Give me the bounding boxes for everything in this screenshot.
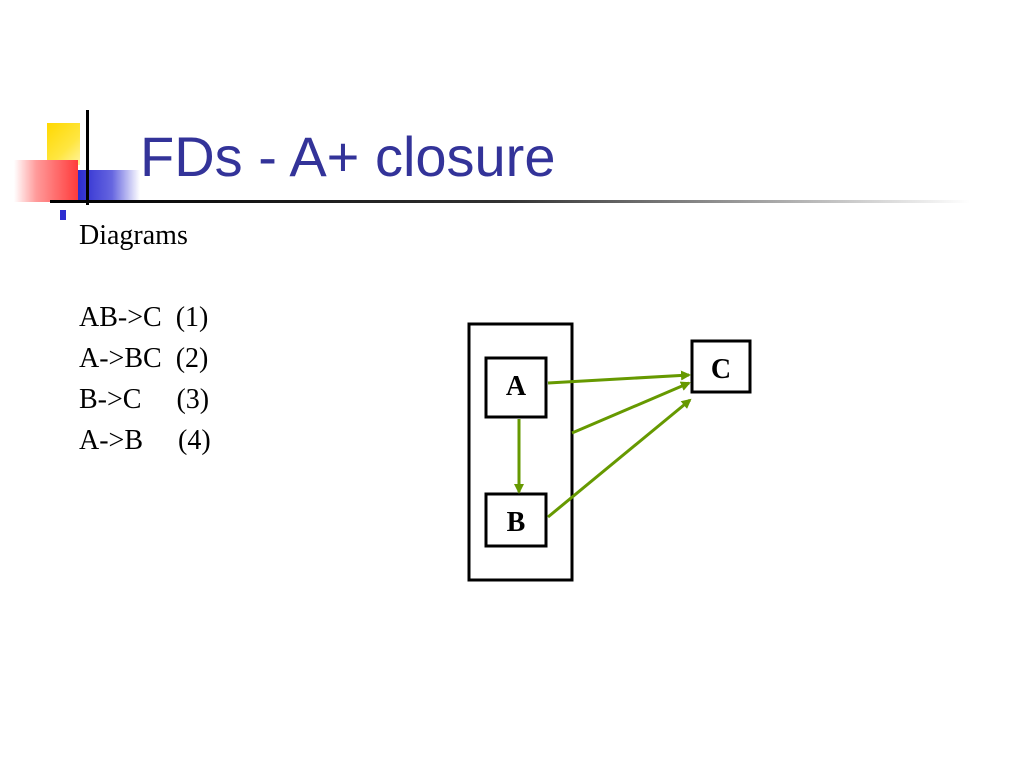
node-c-box (690, 339, 752, 394)
bullet-icon (60, 210, 66, 220)
arrow-a-to-c (547, 370, 691, 385)
node-b-label: B (507, 507, 526, 538)
node-a-box (484, 356, 548, 419)
slide-title: FDs - A+ closure (140, 125, 556, 188)
ab-group-box (467, 322, 574, 582)
heading-diagrams: Diagrams (79, 220, 188, 251)
slide-body: Diagrams AB->C (1) A->BC (2) B->C (3) A-… (79, 215, 211, 461)
fd-line-2: A->BC (2) (79, 343, 209, 374)
node-c-label: C (711, 354, 731, 385)
fd-line-3: B->C (3) (79, 384, 210, 415)
node-b-box (484, 492, 548, 548)
fd-line-4: A->B (4) (79, 425, 211, 456)
arrow-b-to-c (547, 398, 692, 519)
decor-red-bar (14, 160, 78, 202)
decor-horizontal-rule (50, 200, 970, 203)
decor-vertical-line (86, 110, 89, 205)
node-a-label: A (506, 371, 527, 402)
arrow-ab-to-c (571, 381, 691, 435)
fd-line-1: AB->C (1) (79, 302, 209, 333)
decor-yellow-square (47, 123, 80, 165)
